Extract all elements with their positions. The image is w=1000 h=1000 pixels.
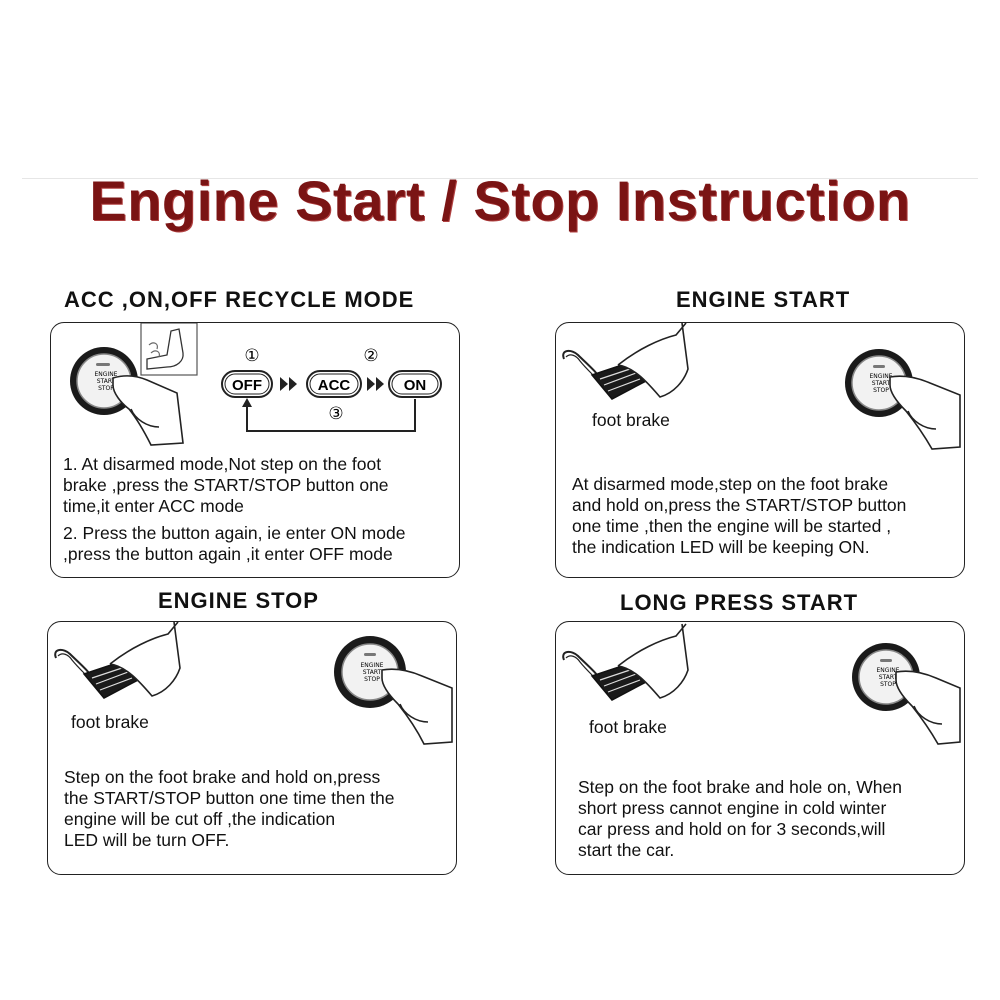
engine-stop-line-4: LED will be turn OFF.	[64, 830, 230, 850]
foot-brake-pedal-icon	[54, 622, 181, 699]
step-number-2: ②	[363, 346, 378, 365]
engine-start-panel: ENGINE START STOP foot brake At disarmed…	[555, 322, 965, 578]
finger-icon	[381, 668, 453, 745]
long-press-line-1: Step on the foot brake and hole on, When	[578, 777, 902, 797]
foot-brake-pedal-icon	[562, 323, 689, 400]
acc-instruction-1-line-1: 1. At disarmed mode,Not step on the foot	[63, 454, 382, 474]
engine-stop-illustration: ENGINE START STOP	[54, 622, 453, 745]
long-press-line-4: start the car.	[578, 840, 675, 860]
mode-acc-label: ACC	[318, 377, 351, 394]
top-divider	[22, 178, 978, 179]
engine-stop-heading: ENGINE STOP	[158, 588, 319, 613]
engine-start-heading: ENGINE START	[676, 287, 851, 312]
engine-stop-line-2: the START/STOP button one time then the	[64, 788, 395, 808]
engine-stop-foot-brake-label: foot brake	[71, 712, 149, 732]
page-title: Engine Start / Stop Instruction	[89, 169, 911, 232]
button-text-start: START	[363, 669, 382, 676]
arrow-acc-to-on-icon	[367, 377, 384, 391]
long-press-start-illustration: ENGINE START STOP	[562, 623, 961, 745]
button-text-stop: STOP	[364, 676, 380, 683]
long-press-line-3: car press and hold on for 3 seconds,will	[578, 819, 886, 839]
long-press-foot-brake-label: foot brake	[589, 717, 667, 737]
mode-off-badge: OFF	[221, 370, 273, 398]
engine-start-line-3: one time ,then the engine will be starte…	[572, 516, 892, 536]
acc-mode-panel: ENGINE START STOP ① ② ③ OFF ACC	[50, 322, 460, 578]
mode-on-badge: ON	[388, 370, 442, 398]
long-press-line-2: short press cannot engine in cold winter	[578, 798, 887, 818]
return-loop-arrow-icon	[242, 398, 416, 432]
finger-icon	[889, 375, 961, 450]
long-press-start-heading: LONG PRESS START	[620, 590, 859, 615]
button-text-start: START	[97, 378, 116, 385]
foot-inset-icon	[140, 323, 198, 376]
arrow-off-to-acc-icon	[280, 377, 297, 391]
button-text-start: START	[879, 674, 898, 681]
step-number-3: ③	[328, 404, 343, 423]
step-number-1: ①	[244, 346, 259, 365]
engine-start-line-4: the indication LED will be keeping ON.	[572, 537, 870, 557]
finger-icon	[112, 375, 184, 446]
acc-instruction-1-line-3: time,it enter ACC mode	[63, 496, 244, 516]
acc-mode-heading: ACC ,ON,OFF RECYCLE MODE	[64, 287, 415, 312]
button-text-stop: STOP	[880, 681, 896, 688]
button-text-stop: STOP	[873, 387, 889, 394]
button-text-start: START	[872, 380, 891, 387]
button-text-engine: ENGINE	[95, 371, 118, 378]
mode-off-label: OFF	[232, 377, 262, 394]
engine-stop-line-1: Step on the foot brake and hold on,press	[64, 767, 381, 787]
acc-instruction-1-line-2: brake ,press the START/STOP button one	[63, 475, 389, 495]
engine-stop-line-3: engine will be cut off ,the indication	[64, 809, 336, 829]
acc-instruction-2-line-1: 2. Press the button again, ie enter ON m…	[63, 523, 406, 543]
engine-stop-panel: ENGINE START STOP foot brake Step on the…	[47, 621, 457, 875]
mode-on-label: ON	[404, 377, 427, 394]
foot-brake-pedal-icon	[562, 623, 689, 701]
engine-start-illustration: ENGINE START STOP	[562, 323, 961, 450]
mode-acc-badge: ACC	[306, 370, 362, 398]
button-text-stop: STOP	[98, 385, 114, 392]
button-text-engine: ENGINE	[361, 662, 384, 669]
button-text-engine: ENGINE	[870, 373, 893, 380]
acc-instruction-2-line-2: ,press the button again ,it enter OFF mo…	[63, 544, 393, 564]
acc-mode-illustration: ENGINE START STOP ① ② ③ OFF ACC	[70, 323, 442, 446]
finger-icon	[895, 670, 961, 745]
long-press-start-panel: ENGINE START STOP foot brake Step on the…	[555, 621, 965, 875]
engine-start-foot-brake-label: foot brake	[592, 410, 670, 430]
engine-start-line-2: and hold on,press the START/STOP button	[572, 495, 907, 515]
engine-start-line-1: At disarmed mode,step on the foot brake	[572, 474, 889, 494]
button-text-engine: ENGINE	[877, 667, 900, 674]
